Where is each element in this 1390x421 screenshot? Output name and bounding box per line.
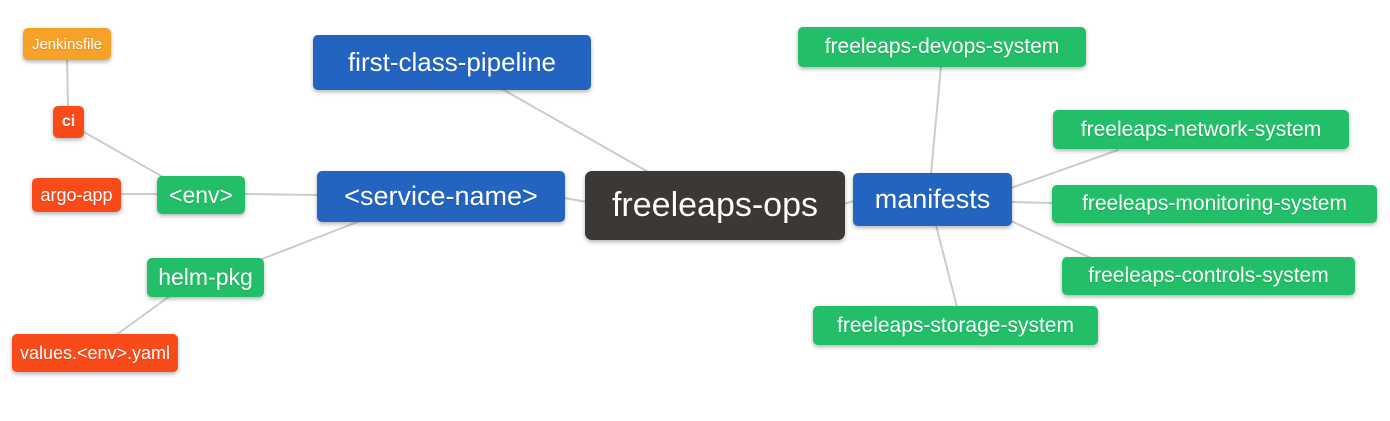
edge-manifests-monitoring-system — [1010, 201, 1055, 204]
node-helm-pkg[interactable]: helm-pkg — [147, 258, 264, 297]
node-freeleaps-devops-system[interactable]: freeleaps-devops-system — [798, 27, 1086, 67]
node-jenkinsfile[interactable]: Jenkinsfile — [23, 28, 111, 60]
edge-manifests-controls-system — [1010, 220, 1094, 260]
edge-service-name-helm-pkg — [261, 220, 361, 260]
edge-manifests-network-system — [1010, 149, 1119, 189]
node-argo-app[interactable]: argo-app — [32, 178, 121, 212]
node-freeleaps-ops[interactable]: freeleaps-ops — [585, 171, 845, 240]
edge-pipeline-freeleaps-ops — [501, 88, 651, 174]
node-values-env-yaml[interactable]: values.<env>.yaml — [12, 334, 178, 372]
node-service-name[interactable]: <service-name> — [317, 171, 565, 222]
node-freeleaps-network-system[interactable]: freeleaps-network-system — [1053, 110, 1349, 149]
edge-jenkinsfile-ci — [66, 58, 69, 108]
node-env[interactable]: <env> — [157, 176, 245, 214]
edge-ci-env — [83, 131, 164, 178]
edge-manifests-storage-system — [935, 224, 958, 308]
node-freeleaps-storage-system[interactable]: freeleaps-storage-system — [813, 306, 1098, 345]
edge-helm-pkg-values — [115, 295, 171, 336]
node-manifests[interactable]: manifests — [853, 173, 1012, 226]
node-first-class-pipeline[interactable]: first-class-pipeline — [313, 35, 591, 90]
edge-freeleaps-ops-manifests — [843, 200, 855, 205]
edge-manifests-devops-system — [930, 65, 942, 175]
node-freeleaps-monitoring-system[interactable]: freeleaps-monitoring-system — [1052, 185, 1377, 223]
node-ci[interactable]: ci — [53, 106, 84, 138]
node-freeleaps-controls-system[interactable]: freeleaps-controls-system — [1062, 257, 1355, 295]
edge-env-service-name — [243, 193, 319, 196]
edge-service-name-freeleaps-ops — [563, 197, 588, 203]
